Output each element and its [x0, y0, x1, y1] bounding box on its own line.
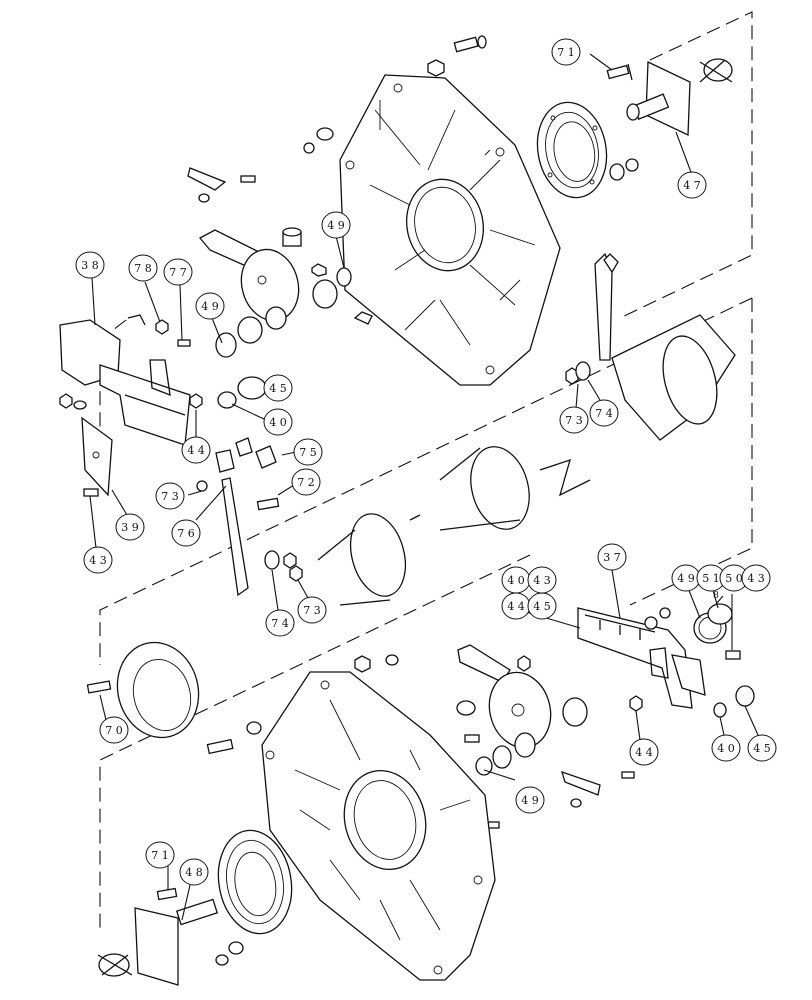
callout-label: 4 9: [327, 219, 345, 232]
callout-76: 7 6: [171, 519, 201, 547]
bottom-seal-flange: [215, 829, 293, 966]
callout-49-top-left: 4 9: [195, 292, 225, 320]
callout-label: 7 7: [169, 266, 187, 279]
bolt-71-top: [606, 63, 633, 81]
callout-71-top: 7 1: [551, 38, 581, 66]
callout-8: 8: [713, 591, 719, 601]
callout-label: 7 5: [299, 446, 317, 459]
callout-45-top: 4 5: [263, 374, 293, 402]
callout-74-lower: 7 4: [265, 609, 295, 637]
callout-label: 4 4: [187, 444, 205, 457]
callout-label: 7 3: [565, 414, 583, 427]
callout-45-group: 4 5: [527, 592, 557, 620]
callout-51: 5 1: [696, 564, 726, 592]
callout-label: 4 3: [533, 574, 551, 587]
callout-label: 4 5: [533, 600, 551, 613]
callout-49-bottom: 4 9: [515, 786, 545, 814]
callout-label: 7 8: [134, 262, 152, 275]
input-shaft-housing-47: [626, 58, 733, 137]
callout-label: 3 7: [603, 551, 621, 564]
bottom-right-bracket: [577, 603, 755, 718]
callout-78: 7 8: [128, 254, 158, 282]
left-bracket-assembly: [59, 314, 191, 497]
callout-label: 4 9: [201, 300, 219, 313]
callout-label: 5 0: [725, 572, 743, 585]
callout-label: 4 3: [89, 554, 107, 567]
callout-74-center: 7 4: [589, 399, 619, 427]
callout-49-right: 4 9: [671, 564, 701, 592]
callout-40-group: 4 0: [501, 566, 531, 594]
callout-label: 3 9: [121, 521, 139, 534]
callout-39: 3 9: [115, 513, 145, 541]
callout-label: 4 0: [269, 416, 287, 429]
callout-48: 4 8: [179, 858, 209, 886]
top-mounting-plate: [339, 74, 561, 386]
top-seal-flange: [536, 101, 608, 199]
callout-label: 7 6: [177, 527, 195, 540]
callout-43-right: 4 3: [741, 564, 771, 592]
callout-label: 4 7: [683, 179, 701, 192]
callout-label: 7 0: [105, 724, 123, 737]
callout-70: 7 0: [99, 716, 129, 744]
callout-44-right: 4 4: [629, 738, 659, 766]
center-washers: [264, 361, 591, 582]
callout-label: 7 3: [303, 604, 321, 617]
callout-44-group: 4 4: [501, 592, 531, 620]
top-hardware: [187, 35, 639, 325]
callout-47: 4 7: [677, 171, 707, 199]
callout-73-lower: 7 3: [297, 596, 327, 624]
callout-72: 7 2: [291, 468, 321, 496]
callout-73-left: 7 3: [155, 482, 185, 510]
callout-45-right: 4 5: [747, 734, 777, 762]
bottom-mounting-plate: [261, 671, 496, 981]
callout-label: 5 1: [702, 572, 720, 585]
callout-44-top: 4 4: [181, 436, 211, 464]
callout-label: 4 5: [753, 742, 771, 755]
callout-label: 7 1: [151, 849, 169, 862]
callout-label: 7 1: [557, 46, 575, 59]
callout-43-group: 4 3: [527, 566, 557, 594]
callout-71-bottom: 7 1: [145, 841, 175, 869]
callout-37: 3 7: [597, 543, 627, 571]
callout-label: 4 5: [269, 382, 287, 395]
callout-43-left: 4 3: [83, 546, 113, 574]
callout-49-top-center: 4 9: [321, 211, 351, 239]
callout-label: 4 9: [521, 794, 539, 807]
center-left-bushings: [83, 376, 280, 597]
callout-label: 3 8: [81, 259, 99, 272]
callout-73-center: 7 3: [559, 406, 589, 434]
callout-label: 4 0: [507, 574, 525, 587]
callout-label: 7 4: [271, 617, 289, 630]
callout-label: 7 3: [161, 490, 179, 503]
shaft-tubes: [317, 252, 736, 606]
bottom-left-flange: [86, 641, 200, 739]
callout-label: 7 4: [595, 407, 613, 420]
output-shaft-housing-48: [97, 887, 219, 986]
leader-lines: [89, 53, 759, 921]
callout-40-top: 4 0: [263, 408, 293, 436]
callout-label: 4 3: [747, 572, 765, 585]
callout-label: 4 4: [635, 746, 653, 759]
callout-label: 7 2: [297, 476, 315, 489]
callout-38: 3 8: [75, 251, 105, 279]
callout-label: 4 8: [185, 866, 203, 879]
callout-label: 8: [713, 591, 719, 601]
callout-label: 4 4: [507, 600, 525, 613]
callout-label: 4 9: [677, 572, 695, 585]
callout-75: 7 5: [293, 438, 323, 466]
bottom-linkage-arm: [206, 644, 635, 829]
callout-50: 5 0: [719, 564, 749, 592]
callout-label: 4 0: [717, 742, 735, 755]
callout-77: 7 7: [163, 258, 193, 286]
top-linkage-arm: [198, 227, 352, 358]
callout-40-right: 4 0: [711, 734, 741, 762]
